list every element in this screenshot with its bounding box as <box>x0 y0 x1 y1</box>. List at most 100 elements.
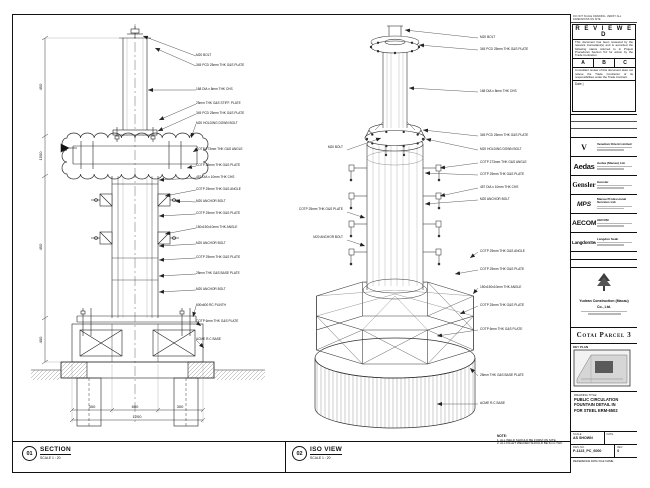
callout-label: M20 ANCHOR BOLT <box>196 241 226 245</box>
callout-label: COTP 25mm THK G&S ANGLE <box>196 187 241 191</box>
callout-label: 457 DIA x 10mm THK CHS <box>196 175 235 179</box>
iso-view-label: 02 ISO VIEW SCALE 1 : 20 <box>292 446 343 461</box>
leader-lines <box>142 35 205 349</box>
consultant-row-aecom: AECOM AECOM <box>571 214 637 233</box>
drawing-title-label: DRAWING TITLE: <box>574 393 598 397</box>
iso-drawing <box>314 25 479 429</box>
revision-row <box>571 122 637 129</box>
callout-label: 150x150x10mm THK ANGLE <box>196 225 238 229</box>
status-c: C <box>623 60 627 67</box>
note-heading: NOTE: <box>497 434 507 438</box>
section-marker <box>60 143 77 153</box>
callout-label: 25mm THK G&S STIFF. PLATE <box>196 101 241 105</box>
view-number: 02 <box>296 450 303 457</box>
callout-label: 457 DIA x 10mm THK CHS <box>480 185 519 189</box>
svg-text:1200: 1200 <box>133 414 143 419</box>
base-box <box>71 323 204 363</box>
view-number-bubble: 02 <box>292 446 307 461</box>
dwg-no-label: DWG NO. <box>573 446 585 449</box>
note-item: 2. ALL FILLET WELDED SHOULD BE 6mm THK. <box>497 441 563 446</box>
callout-label: 345 PCD 25mm THK G&S PLATE <box>480 133 529 137</box>
fields-block: SCALE AS SHOWN DATE DWG NO. P-1123_PC_60… <box>571 432 637 476</box>
blank-row <box>571 260 637 268</box>
callout-label: COTP 25mm THK G&S PLATE <box>480 172 525 176</box>
callout-label: M20 BOLT <box>327 145 343 149</box>
main-cylinder <box>366 136 424 294</box>
callout-label: M20 HOLDING DOWN BOLT <box>480 147 522 151</box>
consultant-row-gensler: Gensler Gensler <box>571 176 637 195</box>
svg-text:450: 450 <box>38 83 43 90</box>
contractor-tree-logo <box>597 273 611 291</box>
revision-table <box>571 115 637 138</box>
revision-cloud <box>61 132 209 180</box>
top-bolt <box>127 26 143 38</box>
top-flange <box>369 25 421 55</box>
title-block: DO NOT SCALE DRAWING. VERIFY ALL DIMENSI… <box>570 14 637 473</box>
callout-label: 168 DIA x 8mm THK CHS <box>480 89 517 93</box>
reviewed-paragraph-2: Consultant review of this document does … <box>575 68 633 80</box>
reviewed-date-label: Date | <box>573 80 635 87</box>
callout-label: 345 PCD 25mm THK G&S PLATE <box>196 63 245 67</box>
view-title: SECTION <box>40 446 71 455</box>
callout-label: 25mm THK G&S BASE PLATE <box>480 373 524 377</box>
callout-label: M20 BOLT <box>196 53 212 57</box>
callout-label: COTP 25mm THK G&S PLATE <box>196 163 241 167</box>
mps-logo: MPS <box>576 200 592 208</box>
callout-label: M20 BOLT <box>480 35 496 39</box>
notes-block: NOTE: 1. ALL WELD SHOULD BE FORM ON SITE… <box>497 434 563 446</box>
rev-value: 0 <box>617 449 620 453</box>
venetian-logo: V <box>581 142 587 152</box>
consultant-name: AECOM <box>597 218 609 222</box>
date-label: DATE <box>606 433 614 436</box>
status-boxes: A B C <box>573 58 635 69</box>
pedestal <box>314 337 476 429</box>
contractor-name: Yudean Construction (Macau) <box>579 299 629 303</box>
scale-value: AS SHOWN <box>573 436 593 440</box>
callout-label: COTP 25mm THK G&S ANGLE <box>480 249 525 253</box>
svg-text:1500: 1500 <box>38 151 43 161</box>
callout-label: M20 HOLDING DOWN BOLT <box>196 121 238 125</box>
reviewed-paragraph-1: This document has been reviewed by the r… <box>575 40 633 58</box>
callout-label: M20 ANCHOR BOLT <box>480 197 510 201</box>
consultant-name: Macau Professional Services Ltd. <box>597 197 627 205</box>
callout-label: M20 ANCHOR BOLT <box>313 235 343 239</box>
rev-label: REV <box>617 446 623 449</box>
aedas-logo: Aedas <box>573 161 595 171</box>
key-plan-label: KEY PLAN <box>573 345 589 349</box>
consultant-row-mps: MPS Macau Professional Services Ltd. <box>571 195 637 214</box>
iso-callouts-right: M20 BOLT 345 PCD 25mm THK G&S PLATE 168 … <box>480 18 560 418</box>
callout-label: M20 ANCHOR BOLT <box>196 199 226 203</box>
key-plan-thumbnail <box>573 349 631 387</box>
aecom-logo: AECOM <box>572 219 596 227</box>
callout-label: ACME R.C BASE <box>480 401 505 405</box>
drawing-title-line: FOR STEEL ERM-6502 <box>574 407 618 413</box>
dimension-chain-left <box>41 35 119 365</box>
consultant-name: Aedas (Macau) Ltd. <box>597 161 626 165</box>
dimension-chain-bottom <box>69 364 206 423</box>
callout-label: COTP 25mm THK G&S PLATE <box>480 267 525 271</box>
upper-shaft-iso <box>382 52 408 128</box>
callout-label: COTP 25mm THK G&S PLATE <box>298 207 343 211</box>
leader-lines-iso <box>346 28 479 406</box>
callout-label: COTP 6mm THK G&S PLATE <box>480 327 523 331</box>
svg-text:300: 300 <box>89 404 96 409</box>
section-view-label: 01 SECTION SCALE 1 : 20 <box>22 446 71 461</box>
section-callouts: M20 BOLT 345 PCD 25mm THK G&S PLATE 168 … <box>196 18 278 418</box>
callout-label: 168 DIA x 8mm THK CHS <box>196 87 233 91</box>
callout-label: COTP 273mm THK G&S ANGLE <box>480 160 527 164</box>
callout-label: 345 PCD 25mm THK G&S PLATE <box>196 111 245 115</box>
view-scale: SCALE 1 : 20 <box>40 456 61 460</box>
consultant-name: Venetian Orient Limited <box>597 142 632 146</box>
view-scale: SCALE 1 : 20 <box>310 456 331 460</box>
contractor-name-2: Co., Ltd. <box>597 305 611 309</box>
shaft-flange <box>112 127 158 142</box>
svg-text:300: 300 <box>177 404 184 409</box>
status-b: B <box>594 59 615 68</box>
view-number: 01 <box>26 450 33 457</box>
foundation <box>31 361 265 427</box>
title-block-note: DO NOT SCALE DRAWING. VERIFY ALL DIMENSI… <box>571 14 637 23</box>
svg-text:400: 400 <box>38 336 43 343</box>
callout-label: 345 PCD 25mm THK G&S PLATE <box>480 47 529 51</box>
